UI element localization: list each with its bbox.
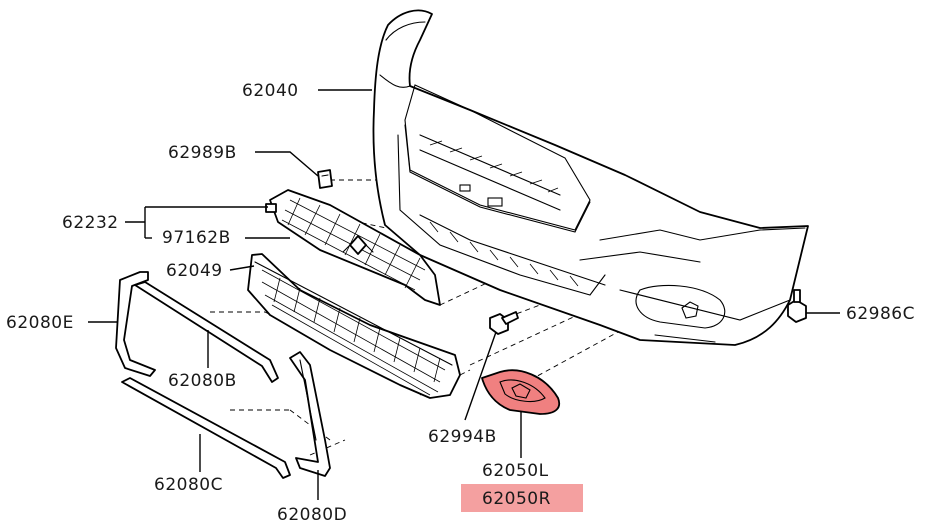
label-62994b: 62994B [428, 427, 497, 447]
highlight-62050r [461, 484, 583, 512]
molding-62080c [121, 377, 291, 479]
label-62080e: 62080E [6, 313, 74, 333]
label-97162b: 97162B [162, 228, 231, 248]
label-62232: 62232 [62, 213, 119, 233]
part-labels: 62040 62989B 62232 97162B 62049 62080E 6… [6, 81, 915, 525]
molding-62080d [289, 351, 331, 477]
label-62040: 62040 [242, 81, 299, 101]
bolt-62994b [489, 311, 519, 335]
upper-grille-62232 [265, 189, 441, 306]
label-62080c: 62080C [154, 475, 223, 495]
bumper-62040 [372, 9, 809, 346]
fog-cover-62050 [481, 369, 561, 415]
label-62080d: 62080D [277, 505, 347, 525]
label-62080b: 62080B [168, 371, 237, 391]
clip-62989b [317, 169, 333, 189]
label-62050r: 62050R [482, 489, 551, 509]
lower-grille-62049 [247, 253, 461, 399]
molding-62080e [115, 271, 156, 377]
label-62986c: 62986C [846, 304, 915, 324]
screw-62986c [787, 289, 807, 323]
label-62049: 62049 [166, 261, 223, 281]
label-62989b: 62989B [168, 143, 237, 163]
label-62050l: 62050L [482, 461, 549, 481]
leader-lines [88, 89, 840, 500]
molding-62080b [134, 281, 279, 383]
